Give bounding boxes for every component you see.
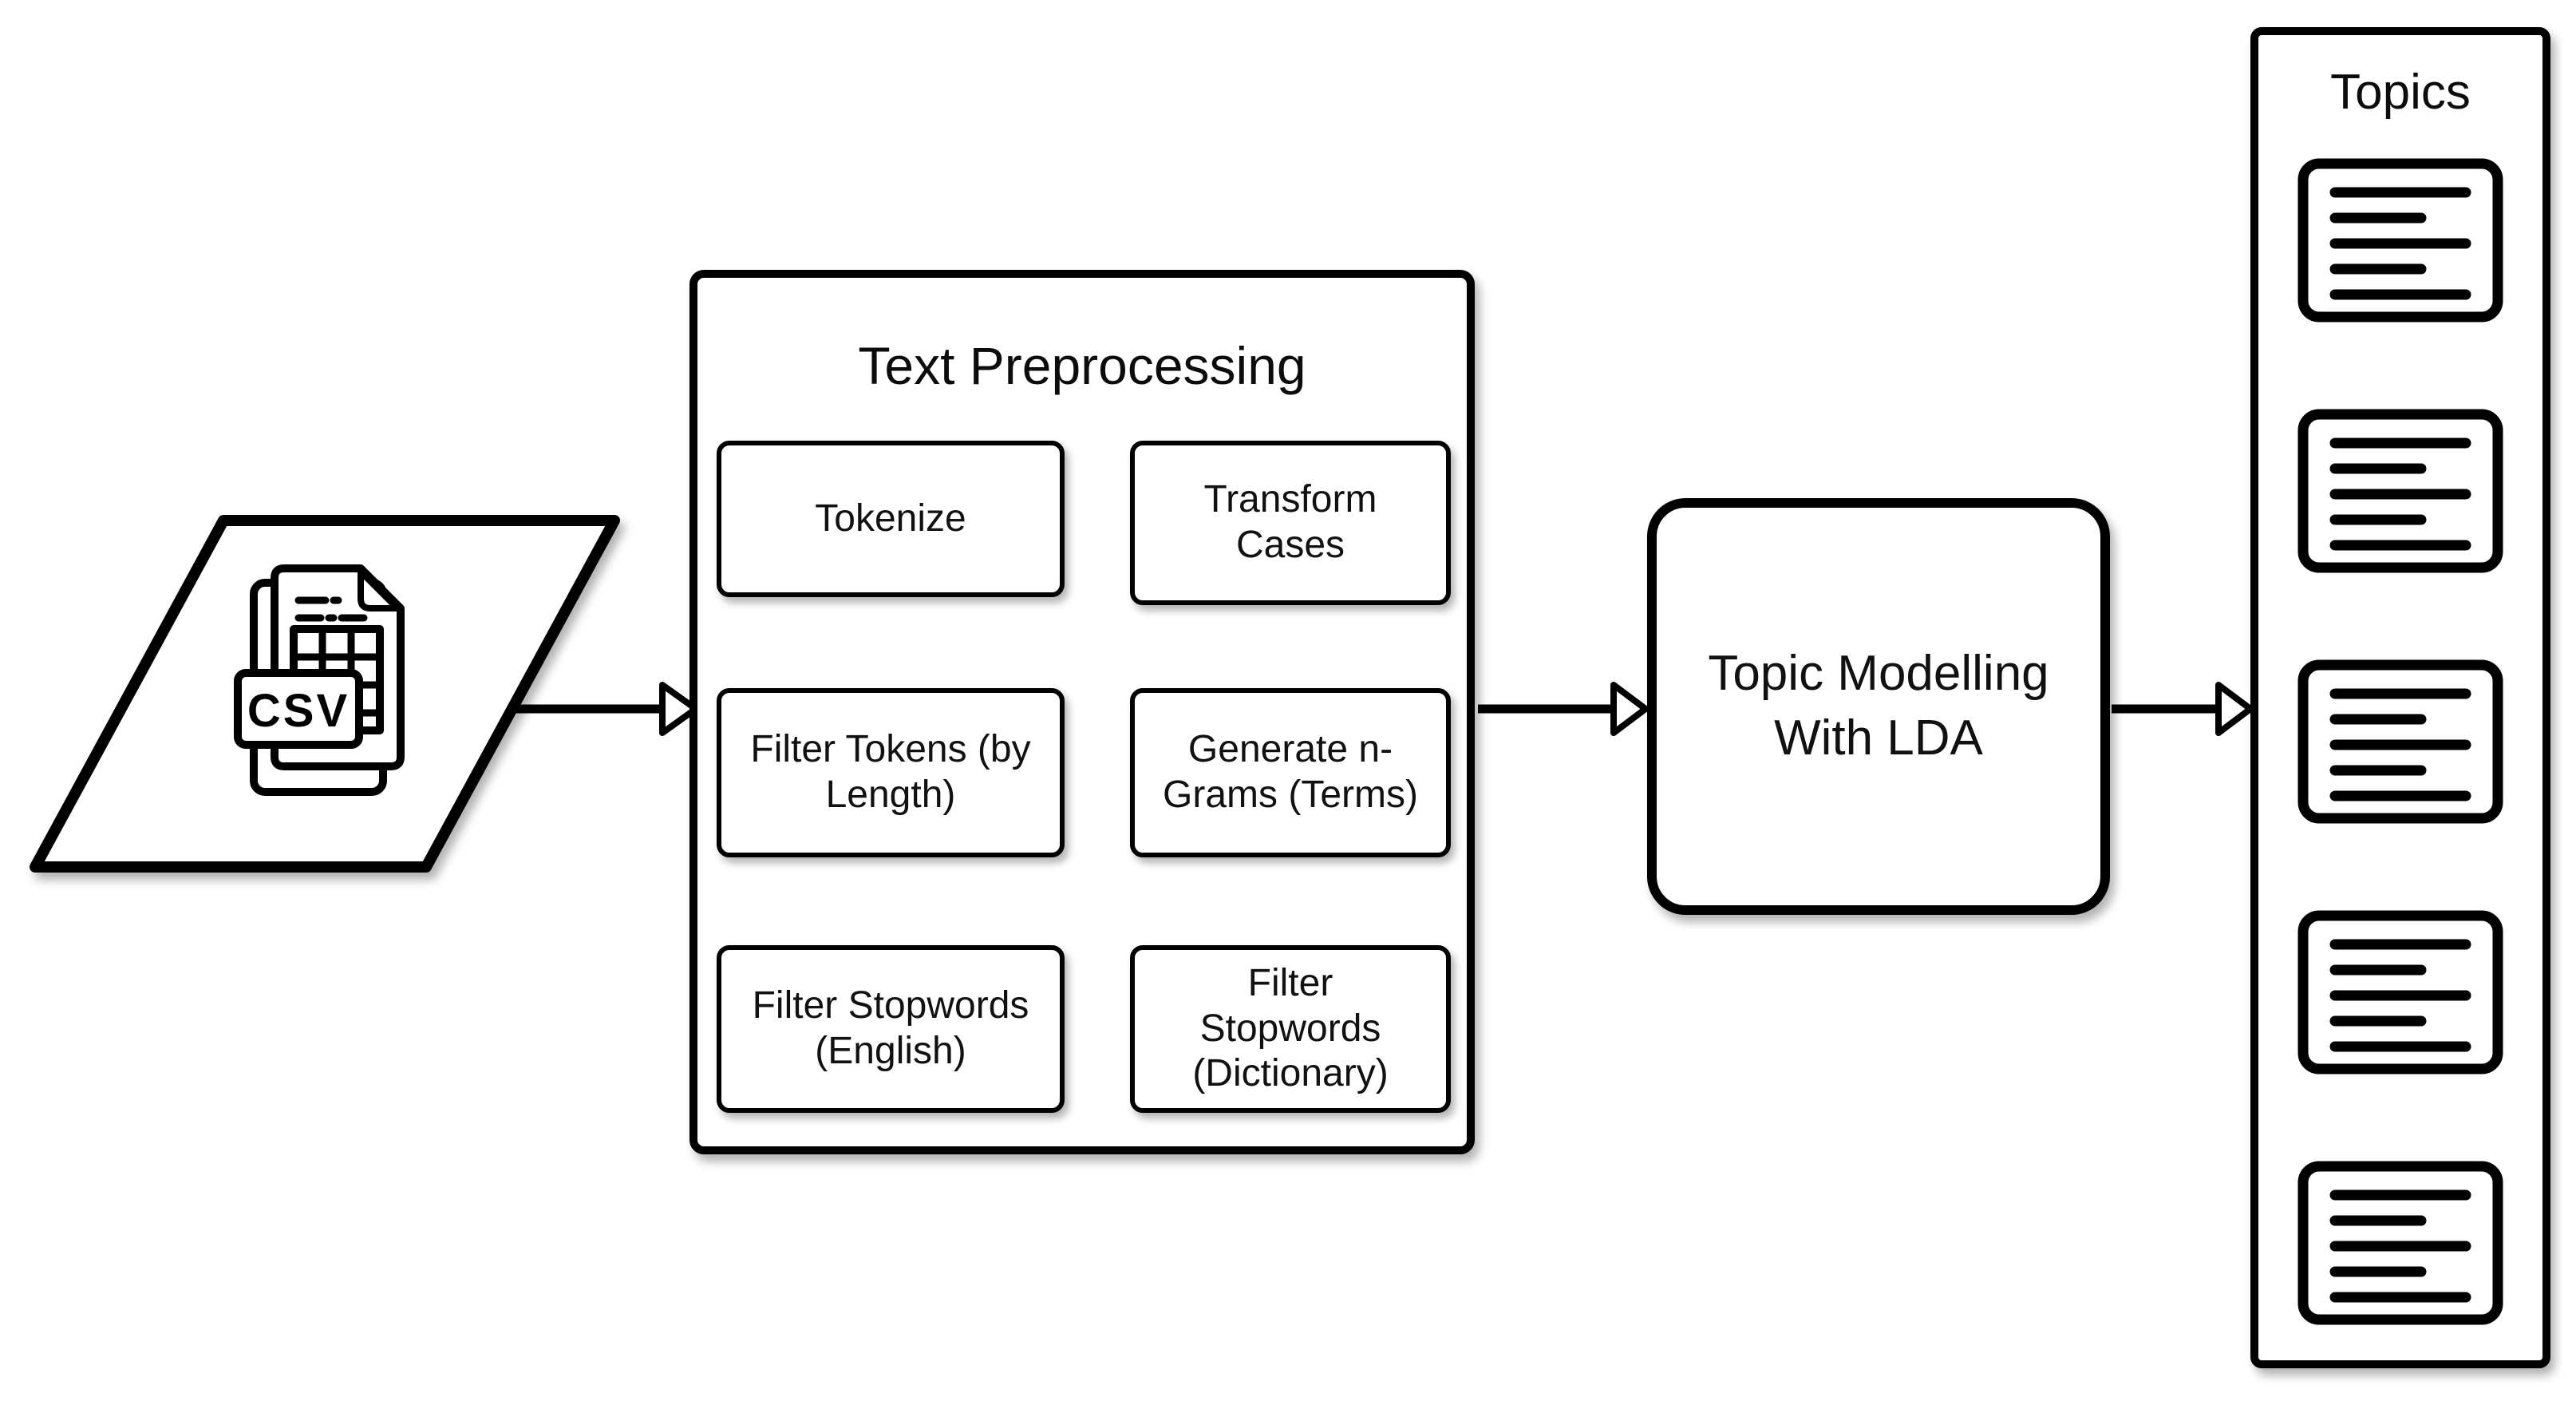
step-filter-stopwords-dictionary: Filter Stopwords (Dictionary) xyxy=(1130,945,1451,1113)
topic-document-icon xyxy=(2297,659,2503,824)
topics-title: Topics xyxy=(2330,65,2471,120)
topic-document-icon xyxy=(2297,158,2503,323)
topic-document-icon xyxy=(2297,1161,2503,1325)
topics-document-list xyxy=(2297,157,2504,1326)
topic-document-icon xyxy=(2297,409,2503,573)
step-filter-stopwords-english: Filter Stopwords (English) xyxy=(717,945,1065,1113)
csv-file-icon: CSV xyxy=(234,564,405,796)
csv-text-lines xyxy=(294,596,368,622)
csv-folded-corner xyxy=(358,568,401,611)
step-generate-n-grams: Generate n- Grams (Terms) xyxy=(1130,688,1451,857)
csv-label-plate xyxy=(234,669,363,749)
flow-arrow-csv-to-preprocessing xyxy=(512,682,699,736)
topic-modelling-lda-node: Topic Modelling With LDA xyxy=(1647,498,2110,915)
text-preprocessing-title: Text Preprocessing xyxy=(858,336,1306,395)
topics-group: Topics xyxy=(2250,27,2550,1368)
flow-arrow-lda-to-topics xyxy=(2112,682,2254,736)
topic-document-icon xyxy=(2297,910,2503,1075)
step-tokenize: Tokenize xyxy=(717,441,1065,597)
step-transform-cases: Transform Cases xyxy=(1130,441,1451,605)
flow-arrow-preprocessing-to-lda xyxy=(1478,682,1649,736)
step-filter-tokens-by-length: Filter Tokens (by Length) xyxy=(717,688,1065,857)
csv-label: CSV xyxy=(247,685,350,737)
